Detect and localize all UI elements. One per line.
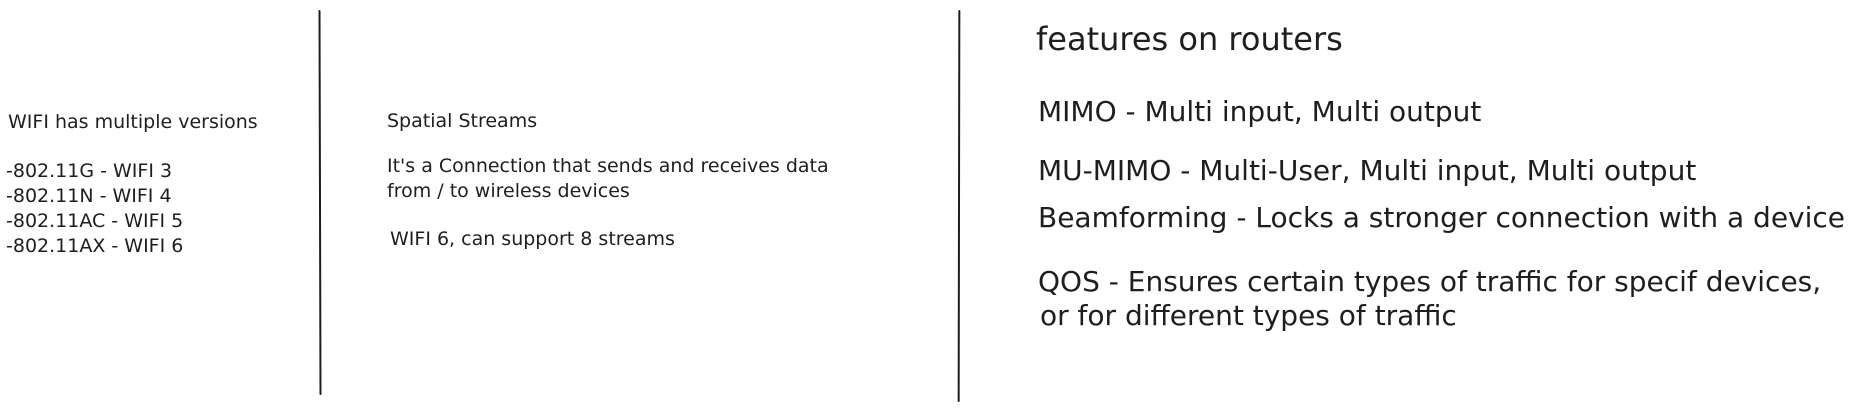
column-divider-left [318, 9, 322, 396]
feature-item-beamforming: Beamforming - Locks a stronger connectio… [1038, 201, 1846, 234]
wifi-version-item: -802.11AX - WIFI 6 [6, 235, 184, 257]
wifi-versions-heading: WIFI has multiple versions [8, 111, 258, 133]
spatial-streams-title: Spatial Streams [387, 110, 538, 132]
spatial-streams-description-line: It's a Connection that sends and receive… [387, 155, 829, 177]
feature-item-mimo: MIMO - Multi input, Multi output [1038, 95, 1482, 128]
wifi-version-item: -802.11AC - WIFI 5 [6, 210, 184, 232]
spatial-streams-note: WIFI 6, can support 8 streams [390, 228, 675, 250]
wifi-version-item: -802.11G - WIFI 3 [6, 160, 173, 182]
feature-item-qos-continued: or for different types of traffic [1040, 299, 1457, 332]
column-divider-right [957, 9, 961, 403]
feature-item-mu-mimo: MU-MIMO - Multi-User, Multi input, Multi… [1038, 154, 1697, 187]
spatial-streams-description-line: from / to wireless devices [387, 180, 630, 202]
router-features-title: features on routers [1036, 20, 1343, 58]
wifi-version-item: -802.11N - WIFI 4 [6, 185, 172, 207]
feature-item-qos: QOS - Ensures certain types of traffic f… [1038, 265, 1822, 298]
